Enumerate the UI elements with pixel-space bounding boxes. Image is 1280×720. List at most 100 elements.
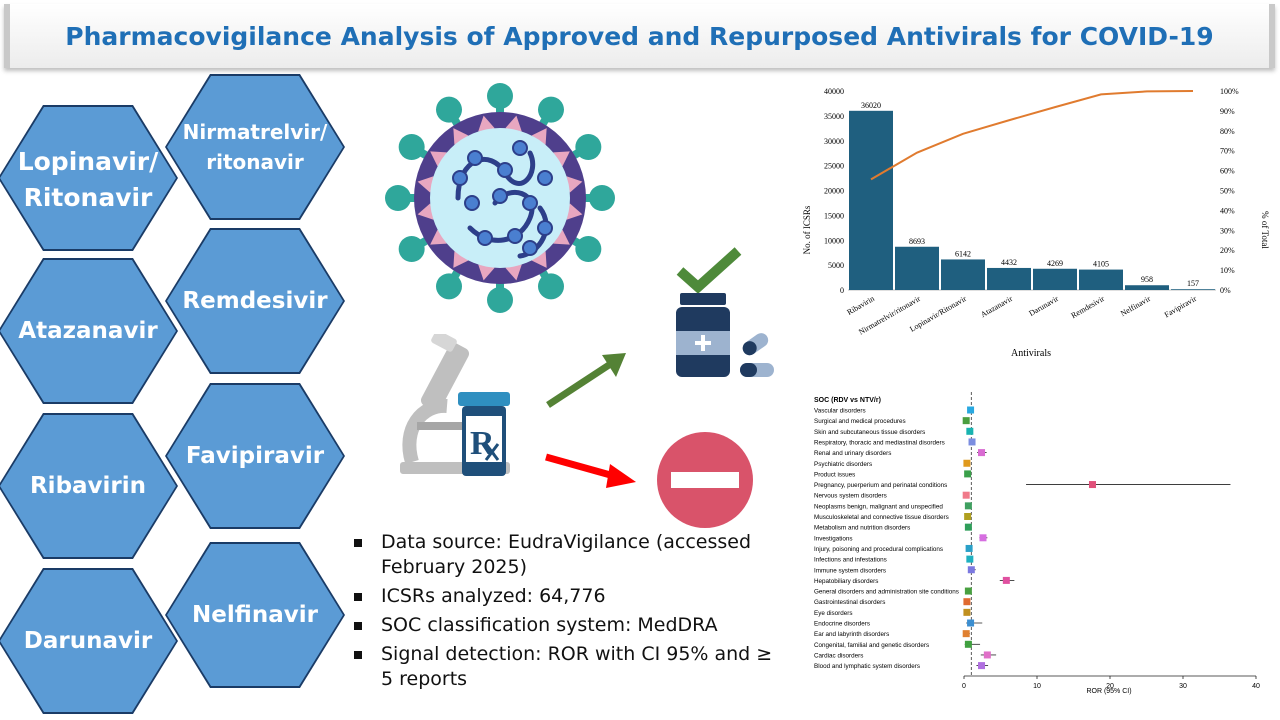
forest-header: SOC (RDV vs NTV/r)	[814, 397, 881, 404]
x-tick-label: Nelfinavir	[1119, 294, 1152, 318]
bar-4	[987, 267, 1031, 290]
green-arrow-icon	[546, 360, 614, 408]
hexagon-favipiravir: Favipiravir	[165, 383, 345, 529]
ror-point	[964, 470, 972, 478]
virus-spike-tip-icon	[436, 273, 462, 300]
hexagon-label: Favipiravir	[185, 443, 325, 469]
bar-value-label: 958	[1141, 275, 1153, 284]
hexagon-label-line2: ritonavir	[206, 150, 304, 174]
virus-spike-tip-icon	[538, 96, 564, 123]
stop-sign-icon	[657, 432, 753, 528]
ror-point	[983, 651, 991, 659]
ror-point	[964, 523, 972, 531]
pill-bottle-icon	[676, 247, 774, 377]
x-tick-label: 30	[1179, 683, 1187, 690]
bar-7	[1125, 285, 1169, 290]
y2-tick-label: 40%	[1220, 206, 1235, 215]
virus-rna-node-icon	[497, 162, 513, 178]
soc-row-label: Skin and subcutaneous tissue disorders	[814, 429, 925, 436]
page-title: Pharmacovigilance Analysis of Approved a…	[65, 21, 1214, 51]
study-summary-list: Data source: EudraVigilance (accessed Fe…	[350, 530, 790, 696]
y2-tick-label: 50%	[1220, 187, 1235, 196]
soc-row-label: Congenital, familial and genetic disorde…	[814, 642, 929, 649]
bullet-soc-system: SOC classification system: MedDRA	[350, 613, 790, 638]
bar-5	[1033, 268, 1077, 290]
virus-rna-node-icon	[507, 228, 523, 244]
ror-point	[966, 555, 974, 563]
soc-row-label: Respiratory, thoracic and mediastinal di…	[814, 439, 945, 446]
virus-icon	[385, 83, 615, 313]
y2-tick-label: 10%	[1220, 266, 1235, 275]
virus-thorn-icon	[505, 115, 522, 132]
hexagon-label: Darunavir	[23, 628, 153, 654]
icsr-pareto-chart: No. of ICSRs % of Total Antivirals 05000…	[802, 87, 1270, 359]
soc-row-label: Blood and lymphatic system disorders	[814, 663, 920, 670]
ror-point	[967, 406, 975, 414]
virus-thorn-icon	[531, 128, 547, 145]
virus-rna-node-icon	[452, 170, 468, 186]
x-tick-label: 10	[1033, 683, 1041, 690]
y-tick-label: 40000	[824, 87, 844, 96]
y2-tick-label: 60%	[1220, 167, 1235, 176]
green-arrowhead-icon	[602, 353, 626, 377]
hexagon-label: Nelfinavir	[192, 602, 318, 628]
virus-thorn-icon	[553, 151, 570, 167]
y2-tick-label: 80%	[1220, 127, 1235, 136]
soc-row-label: Ear and labyrinth disorders	[814, 631, 889, 638]
ror-point	[967, 619, 975, 627]
virus-thorn-icon	[453, 251, 469, 268]
virus-thorn-icon	[417, 203, 434, 220]
virus-rna-node-icon	[522, 195, 538, 211]
bar-value-label: 4432	[1001, 258, 1017, 267]
soc-row-label: General disorders and administration sit…	[814, 589, 959, 596]
x-tick-label: Atazanavir	[979, 294, 1014, 320]
soc-row-label: Cardiac disorders	[814, 652, 863, 659]
ror-point	[962, 417, 970, 425]
red-arrowhead-icon	[606, 464, 636, 488]
ror-point	[964, 587, 972, 595]
soc-row-label: Product issues	[814, 471, 855, 478]
y2-tick-label: 90%	[1220, 107, 1235, 116]
y-tick-label: 30000	[824, 137, 844, 146]
arrow-icons	[545, 353, 636, 488]
ror-point	[963, 598, 971, 606]
soc-row-label: Pregnancy, puerperium and perinatal cond…	[814, 482, 947, 489]
virus-rna-node-icon	[492, 188, 508, 204]
y-tick-label: 5000	[828, 261, 844, 270]
ror-point	[963, 459, 971, 467]
y2-tick-label: 100%	[1220, 87, 1239, 96]
y-tick-label: 15000	[824, 211, 844, 220]
virus-thorn-icon	[478, 264, 495, 281]
ror-point	[964, 640, 972, 648]
virus-spike-tip-icon	[589, 185, 615, 211]
soc-row-label: Neoplasms benign, malignant and unspecif…	[814, 503, 943, 510]
virus-spike-tip-icon	[538, 273, 564, 300]
hexagon-lopinavir-ritonavir: Lopinavir/Ritonavir	[0, 105, 178, 251]
x-axis-label: Antivirals	[1011, 348, 1051, 359]
red-arrow-icon	[545, 453, 615, 480]
y2-tick-label: 20%	[1220, 246, 1235, 255]
ror-point	[962, 491, 970, 499]
soc-row-label: Injury, poisoning and procedural complic…	[814, 546, 943, 553]
x-tick-label: 0	[962, 683, 966, 690]
virus-rna-node-icon	[537, 220, 553, 236]
hexagon-label-line2: Ritonavir	[23, 183, 153, 212]
hexagon-ribavirin: Ribavirin	[0, 413, 178, 559]
ror-point	[968, 438, 976, 446]
virus-rna-node-icon	[477, 230, 493, 246]
hexagon-label: Remdesivir	[182, 288, 328, 314]
soc-row-label: Infections and infestations	[814, 557, 887, 564]
virus-thorn-icon	[566, 203, 583, 220]
soc-row-label: Hepatobiliary disorders	[814, 578, 878, 585]
virus-rna-node-icon	[464, 195, 480, 211]
x-tick-label: Favipiravir	[1163, 294, 1199, 320]
virus-spike-tip-icon	[575, 236, 602, 262]
check-icon	[676, 247, 742, 294]
ror-point	[1002, 576, 1010, 584]
ror-point	[979, 534, 987, 542]
soc-row-label: Renal and urinary disorders	[814, 450, 891, 457]
y-tick-label: 20000	[824, 187, 844, 196]
virus-spike-tip-icon	[575, 134, 602, 160]
bar-2	[895, 246, 939, 290]
capsule-icon	[742, 333, 769, 356]
